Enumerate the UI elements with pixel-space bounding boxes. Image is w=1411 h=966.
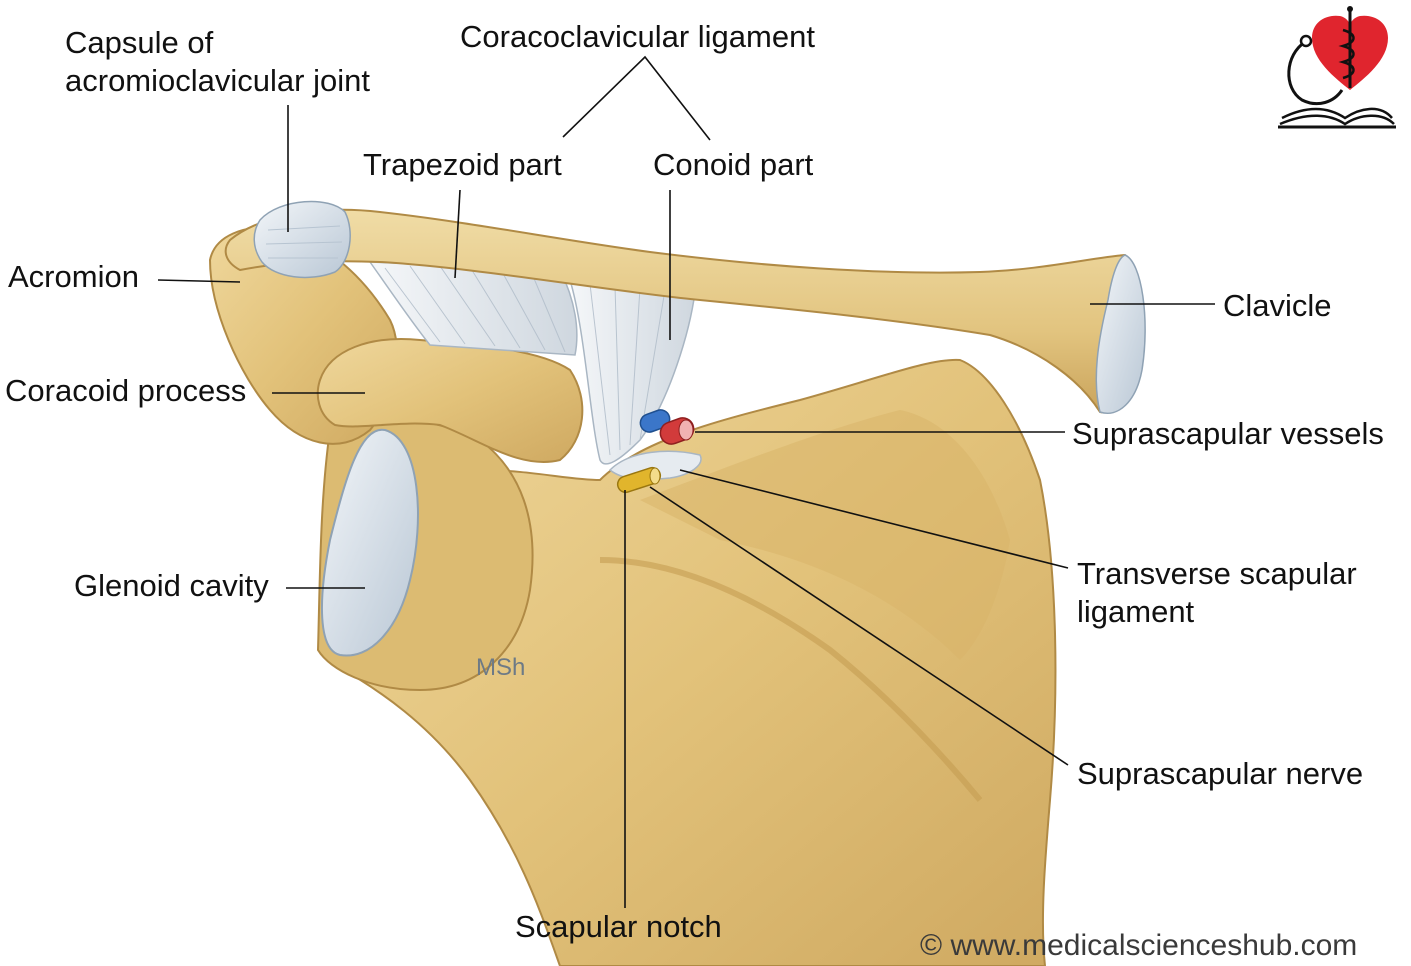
label-transverse-scapular-ligament: Transverse scapular ligament [1077, 555, 1357, 631]
trapezoid-ligament [368, 261, 578, 356]
label-capsule-line2: acromioclavicular joint [65, 63, 370, 98]
label-coracoclavicular-ligament: Coracoclavicular ligament [460, 19, 815, 54]
suprascapular-nerve [616, 466, 662, 494]
label-scapular-notch: Scapular notch [515, 909, 722, 944]
label-transverse-line2: ligament [1077, 594, 1195, 629]
coracoid-process [316, 338, 584, 463]
label-capsule-line1: Capsule of [65, 25, 214, 60]
ac-joint-capsule [253, 200, 351, 279]
label-suprascapular-vessels: Suprascapular vessels [1072, 416, 1384, 451]
label-acromion: Acromion [8, 259, 139, 294]
watermark: MSh [476, 654, 526, 681]
conoid-ligament [568, 279, 696, 465]
label-glenoid-cavity: Glenoid cavity [74, 568, 269, 603]
label-conoid-part: Conoid part [653, 147, 814, 182]
label-coracoid-process: Coracoid process [5, 373, 247, 408]
label-capsule-acromioclavicular-joint: Capsule of acromioclavicular joint [65, 24, 370, 100]
sternal-end-cartilage [1095, 254, 1146, 414]
label-clavicle: Clavicle [1223, 288, 1332, 323]
glenoid-cavity [320, 428, 419, 657]
spine-ridge [599, 557, 983, 802]
copyright-notice: © www.medicalscienceshub.com [920, 929, 1358, 962]
heart-caduceus-book-logo [1278, 6, 1396, 129]
suprascapular-vessels [639, 409, 695, 445]
label-transverse-line1: Transverse scapular [1077, 556, 1357, 591]
supraspinous-fossa-shadow [640, 410, 1010, 660]
label-suprascapular-nerve: Suprascapular nerve [1077, 756, 1364, 791]
label-trapezoid-part: Trapezoid part [363, 147, 562, 182]
leader-lines [157, 55, 1215, 908]
